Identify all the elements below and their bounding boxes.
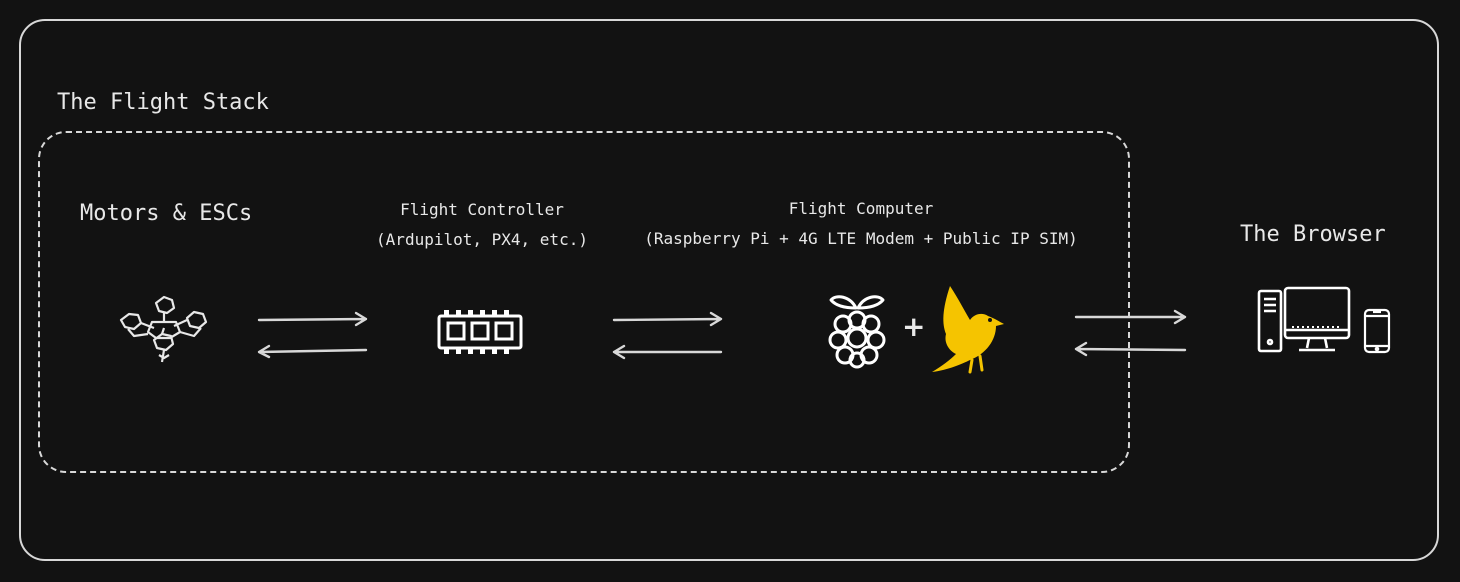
arrows-computer-browser xyxy=(1074,309,1187,357)
drone-frame-icon xyxy=(119,295,208,363)
flight-stack-title: The Flight Stack xyxy=(57,90,269,115)
outer-frame xyxy=(19,19,1439,561)
arrow-right xyxy=(1074,309,1187,325)
flight-controller-title: Flight Controller xyxy=(400,200,564,219)
arrows-motors-fc xyxy=(257,311,368,359)
mobile-phone-icon xyxy=(1363,308,1391,354)
motors-title: Motors & ESCs xyxy=(80,201,253,226)
canary-bird-icon xyxy=(932,286,1004,374)
browser-title: The Browser xyxy=(1240,222,1386,247)
arrow-left xyxy=(1074,341,1187,357)
plus-sign: + xyxy=(902,310,926,343)
arrow-left xyxy=(257,344,368,359)
arrow-right xyxy=(257,311,368,327)
raspberry-pi-icon xyxy=(828,295,886,369)
flight-controller-label: Flight Controller (Ardupilot, PX4, etc.) xyxy=(376,195,588,255)
arrow-right xyxy=(612,311,723,327)
flight-computer-label: Flight Computer (Raspberry Pi + 4G LTE M… xyxy=(644,194,1077,254)
flight-controller-subtitle: (Ardupilot, PX4, etc.) xyxy=(376,230,588,249)
chip-board-icon xyxy=(437,310,523,354)
arrow-left xyxy=(612,344,723,360)
desktop-computer-icon xyxy=(1257,286,1351,353)
flight-stack-boundary xyxy=(38,131,1130,473)
flight-computer-title: Flight Computer xyxy=(788,199,934,218)
flight-computer-subtitle: (Raspberry Pi + 4G LTE Modem + Public IP… xyxy=(644,229,1078,248)
arrows-fc-computer xyxy=(612,311,723,360)
